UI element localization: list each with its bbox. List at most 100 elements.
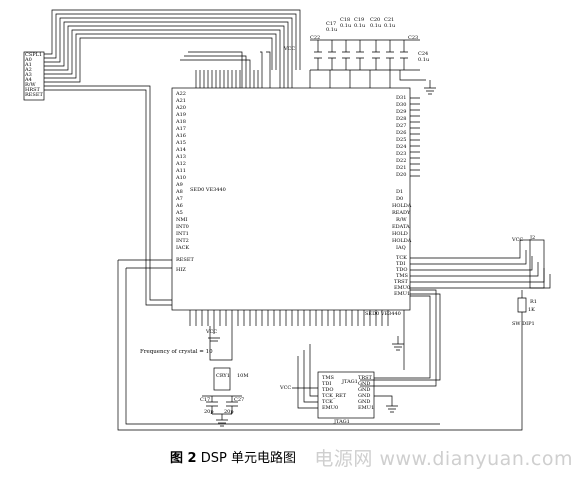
jtag-pin: TDO [322, 387, 334, 393]
pin-label: A22 [176, 91, 186, 97]
pin-label: D31 [396, 95, 407, 101]
pin-label: D23 [396, 151, 407, 157]
cap-label: C24 [418, 51, 429, 57]
pin-label: D26 [396, 130, 407, 136]
pin-label: IACK [176, 245, 190, 251]
jtag-connector [317, 371, 375, 419]
pin-label: D28 [396, 116, 407, 122]
resistor-label: R1 [530, 299, 537, 305]
pin-label: D22 [396, 158, 407, 164]
pin-label: A12 [176, 161, 186, 167]
pin-label: A14 [176, 147, 186, 153]
decoupling-caps [309, 39, 426, 88]
bottom-pin-stubs [189, 310, 389, 326]
switch-label: SW DIP1 [512, 321, 535, 327]
cap-label: C19 [354, 17, 365, 23]
pin-label: D24 [396, 144, 407, 150]
pin-label: A13 [176, 154, 186, 160]
cap-value-left: 20p [204, 409, 214, 415]
address-bus-traces [180, 51, 271, 88]
jtag-pin: GND [358, 399, 371, 405]
pin-label: A19 [176, 112, 186, 118]
cap-value-right: 20p [224, 409, 234, 415]
outer-loop [117, 259, 523, 431]
jtag-pin: GND [358, 387, 371, 393]
cap-label-left: C17 [200, 397, 211, 403]
jtag-name: JTAG1 [342, 379, 358, 385]
vcc-label: VCC [206, 329, 218, 335]
pin-label: A9 [176, 182, 183, 188]
cap-label-right: C27 [234, 397, 245, 403]
conn-pin-label: A3 [25, 72, 32, 78]
pin-label: D20 [396, 172, 407, 178]
conn-pin-label: A4 [25, 77, 32, 83]
jtag-name-bottom: JTAG1 [334, 419, 350, 425]
cap-value: 0.1u [370, 23, 382, 29]
pin-label: D1 [396, 189, 404, 195]
pin-label: INT2 [176, 238, 189, 244]
pin-label: HOLD [392, 231, 408, 237]
jtag-pin: TDI [322, 381, 332, 387]
conn-pin-label: RESET [25, 92, 43, 98]
figure-number: 图 2 [170, 451, 197, 466]
jtag-wires [292, 295, 431, 413]
jtag-routing [360, 240, 551, 387]
pin-label: D30 [396, 102, 407, 108]
gnd-symbols [392, 80, 436, 351]
pin-label: INT1 [176, 231, 189, 237]
crystal-label: CRY1 [216, 373, 230, 379]
pin-label: READY [392, 210, 411, 216]
pin-label: TCK [396, 255, 407, 261]
jtag-pin: GND [358, 381, 371, 387]
vcc-label: VCC [512, 237, 524, 243]
top-pin-stubs [195, 70, 293, 88]
resistor-value: 1K [528, 307, 535, 313]
cap-label: C20 [370, 17, 381, 23]
jtag-pin: TCK [322, 399, 333, 405]
cap-value: 0.1u [384, 23, 396, 29]
left-connector-traces [44, 9, 301, 306]
pin-label: D25 [396, 137, 407, 143]
dsp-chip-outline [171, 87, 411, 311]
pin-label: NMI [176, 217, 188, 223]
cap-label: C21 [384, 17, 395, 23]
pin-label: A11 [176, 168, 186, 174]
jtag-pin: EMU0 [322, 405, 339, 411]
jtag-pin: TRST [358, 375, 372, 381]
pin-label: A8 [176, 189, 183, 195]
jtag-pin: TCK_RET [322, 393, 347, 399]
pin-label: D0 [396, 196, 404, 202]
pin-label: A10 [176, 175, 186, 181]
conn-pin-label: HRST [25, 87, 40, 93]
pin-label: HOLDA [392, 238, 412, 244]
pin-label: R/W [396, 217, 407, 223]
pin-label: TMS [396, 273, 408, 279]
pin-label: A16 [176, 133, 186, 139]
pin-label: A5 [176, 210, 183, 216]
pin-label: RESET [176, 257, 194, 263]
pin-label: D29 [396, 109, 407, 115]
figure-caption: 图 2 DSP 单元电路图 [170, 447, 296, 466]
cap-label: C23 [408, 35, 419, 41]
conn-pin-label: R/W [25, 82, 36, 88]
cap-value: 0.1u [418, 57, 430, 63]
pin-label: HOLDA [392, 203, 412, 209]
pin-label: A15 [176, 140, 186, 146]
pin-label: D27 [396, 123, 407, 129]
watermark: 电源网 www.dianyuan.com [314, 448, 573, 470]
conn-pin-label: A2 [25, 67, 32, 73]
pin-label: A18 [176, 119, 186, 125]
conn-name: J2 [530, 235, 536, 241]
pin-label: EMU0 [394, 285, 411, 291]
jtag-pin: GND [358, 393, 371, 399]
cap-label: C22 [310, 35, 321, 41]
pin-label: INT0 [176, 224, 189, 230]
conn-pin-label: CSPL1 [25, 52, 43, 58]
jtag-pin: TMS [322, 375, 334, 381]
pin-label: EMU1 [394, 291, 411, 297]
pin-label: A17 [176, 126, 186, 132]
vcc-label: VCC [284, 46, 296, 52]
pin-label: D21 [396, 165, 407, 171]
crystal-value: 10M [237, 373, 249, 379]
